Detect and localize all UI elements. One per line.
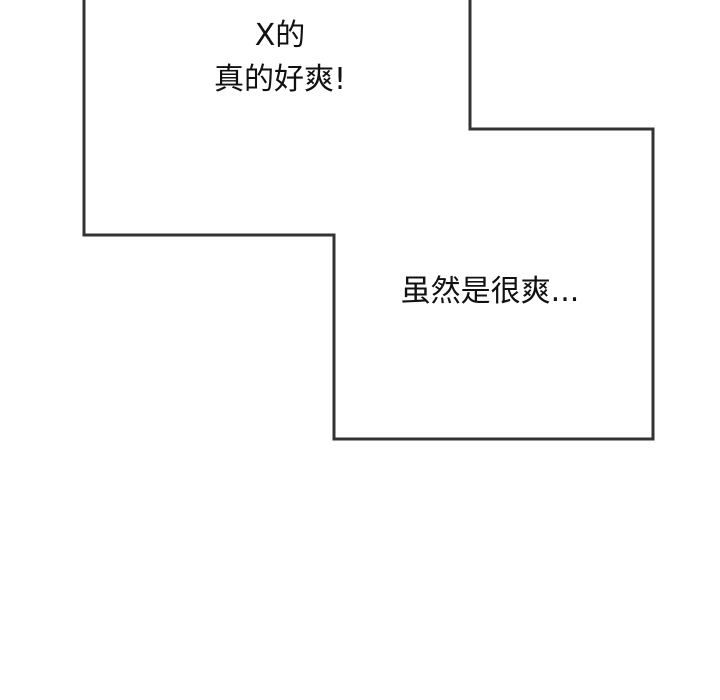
upper-bubble-line-1: X的 <box>254 18 306 53</box>
upper-bubble-text: X的 真的好爽! <box>180 14 380 102</box>
upper-bubble-line-2: 真的好爽! <box>213 62 347 97</box>
lower-bubble-text: 虽然是很爽... <box>400 274 580 309</box>
